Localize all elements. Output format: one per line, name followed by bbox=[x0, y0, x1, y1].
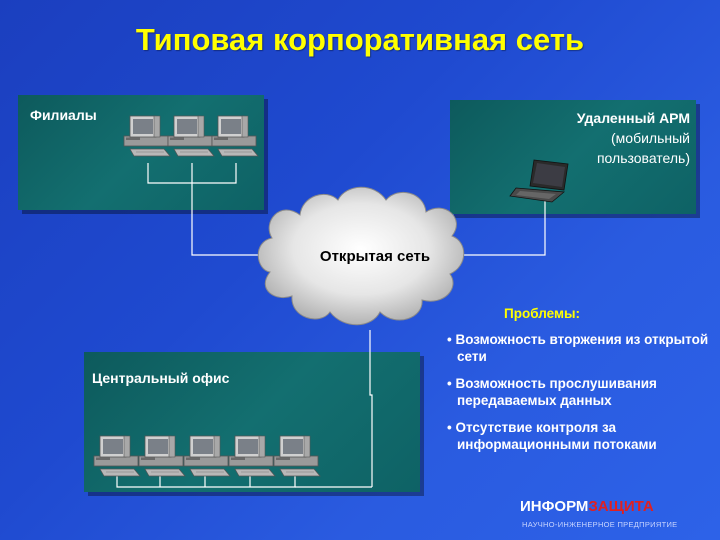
remote-label-line1: Удаленный АРМ bbox=[576, 110, 690, 126]
problem-item: • Возможность прослушивания передаваемых… bbox=[447, 376, 657, 408]
computer-icon bbox=[273, 435, 321, 477]
page-title: Типовая корпоративная сеть bbox=[135, 22, 585, 57]
problem-text: Возможность вторжения из открытой сети bbox=[455, 332, 709, 364]
computer-icon bbox=[138, 435, 186, 477]
laptop-icon bbox=[509, 159, 569, 203]
remote-workstation-label: Удаленный АРМ (мобильный пользователь) bbox=[577, 108, 690, 168]
central-bus-line bbox=[116, 475, 296, 488]
problem-item: • Возможность вторжения из открытой сети bbox=[447, 332, 709, 364]
computer-icon bbox=[93, 435, 141, 477]
remote-to-cloud-line bbox=[462, 200, 546, 256]
computer-icon bbox=[167, 115, 215, 157]
logo-part2: ЗАЩИТА bbox=[588, 498, 654, 515]
computer-icon bbox=[228, 435, 276, 477]
problem-text: Возможность прослушивания передаваемых д… bbox=[455, 376, 657, 408]
company-logo: ИНФОРМЗАЩИТА bbox=[520, 498, 654, 515]
open-network-label: Открытая сеть bbox=[319, 248, 431, 265]
problem-item: • Отсутствие контроля за информационными… bbox=[447, 420, 657, 452]
central-office-label: Центральный офис bbox=[92, 370, 230, 386]
problems-title: Проблемы: bbox=[504, 306, 580, 321]
problem-text: Отсутствие контроля за информационными п… bbox=[455, 420, 657, 452]
branches-label: Филиалы bbox=[30, 107, 97, 123]
branch-computers bbox=[123, 115, 259, 157]
remote-label-line3: пользователь) bbox=[596, 150, 690, 166]
computer-icon bbox=[183, 435, 231, 477]
connection-lines bbox=[116, 163, 546, 488]
remote-workstation-panel: Удаленный АРМ (мобильный пользователь) bbox=[450, 100, 696, 214]
central-computers bbox=[93, 435, 321, 477]
cloud-shape bbox=[257, 186, 465, 326]
logo-part1: ИНФОРМ bbox=[520, 498, 589, 515]
branch-to-cloud-line bbox=[191, 183, 268, 256]
logo-subtitle: НАУЧНО-ИНЖЕНЕРНОЕ ПРЕДПРИЯТИЕ bbox=[522, 520, 678, 529]
cloud-to-central-line bbox=[369, 330, 373, 475]
computer-icon bbox=[211, 115, 259, 157]
remote-label-line2: (мобильный bbox=[611, 130, 690, 146]
computer-icon bbox=[123, 115, 171, 157]
problems-list: Проблемы: • Возможность вторжения из отк… bbox=[447, 306, 717, 463]
